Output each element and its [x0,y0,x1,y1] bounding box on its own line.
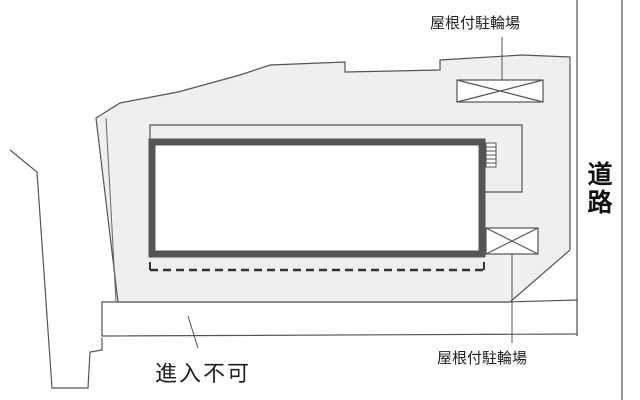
building-setback-outline [149,124,523,193]
leader-line-no-entry [187,315,199,349]
lot-inner-boundary [105,117,117,303]
bicycle-parking-label-bottom: 屋根付駐輪場 [437,349,528,367]
bicycle-parking-bottom-marker [485,227,539,255]
road-label-char-2: 路 [587,188,613,217]
road-label-char-1: 道 [587,160,613,189]
bicycle-parking-top-marker [456,79,544,103]
bicycle-parking-label-top: 屋根付駐輪場 [430,14,521,32]
no-entry-label: 進入不可 [155,362,252,387]
staircase-icon [485,142,497,168]
building [148,138,486,258]
neighbor-boundary [9,149,103,389]
lower-strip [101,299,578,337]
